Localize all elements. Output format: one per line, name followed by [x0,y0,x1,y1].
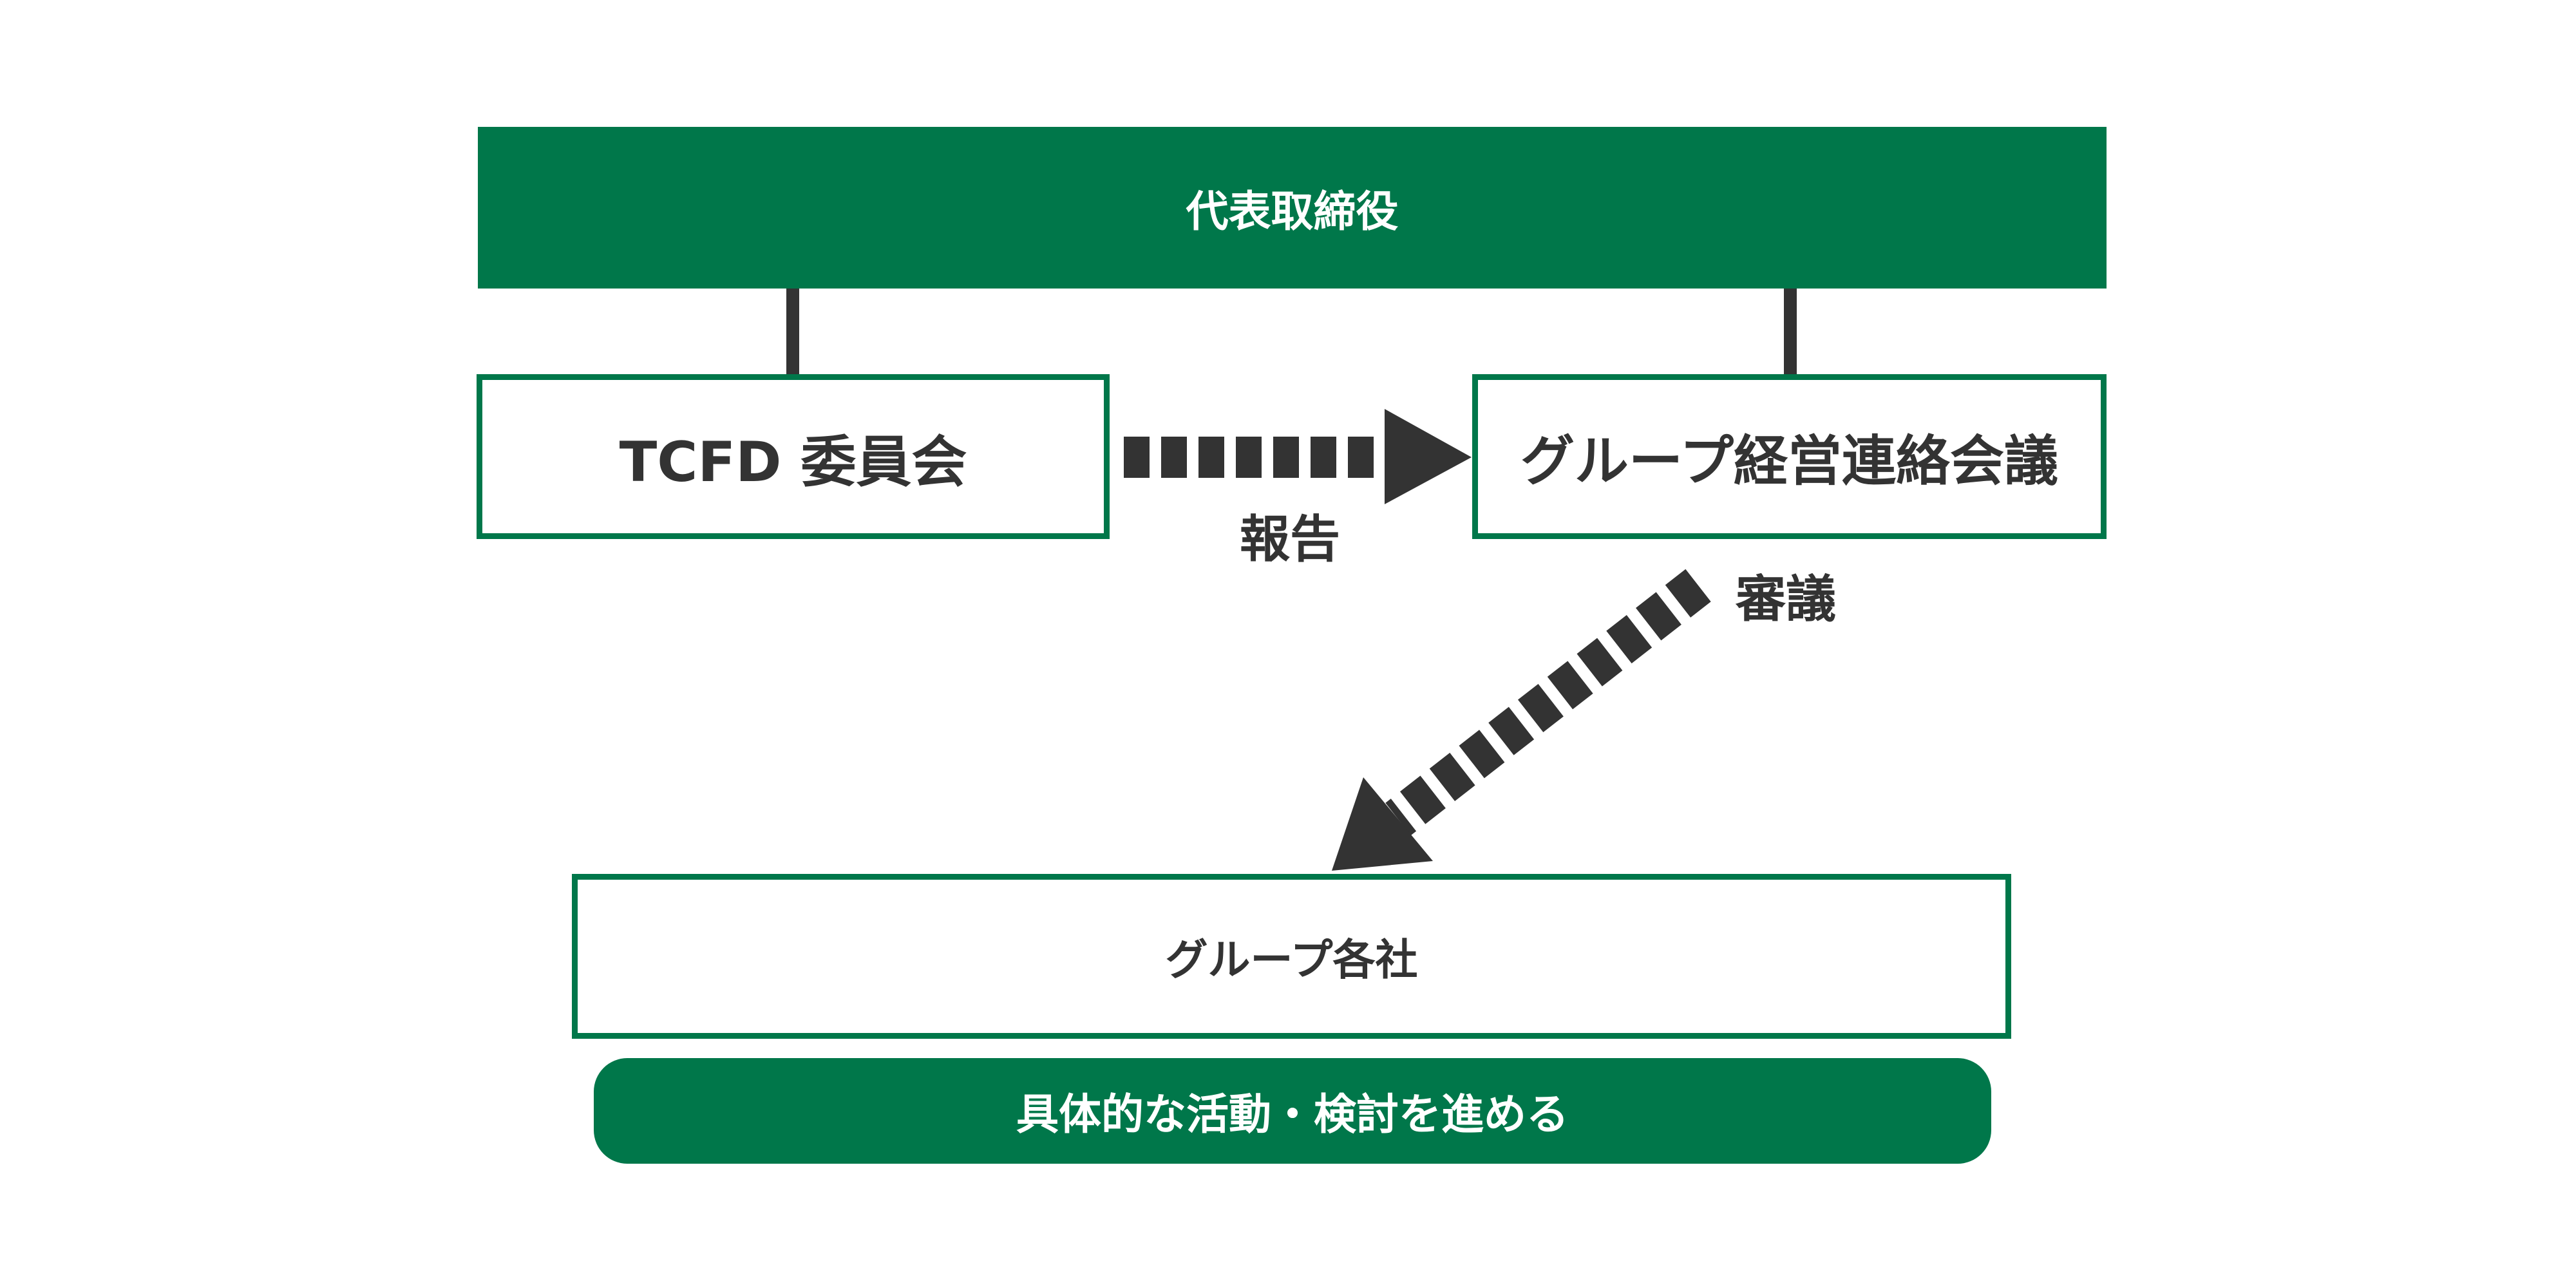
group-management-meeting-label: グループ経営連絡会議 [1520,429,2058,493]
ceo-box: 代表取締役 [478,127,2107,289]
deliberation-label: 審議 [1736,571,1837,629]
action-pill: 具体的な活動・検討を進める [594,1058,1991,1164]
connector-ceo-tcfd [786,289,799,376]
tcfd-committee-box: TCFD 委員会 [477,374,1110,539]
group-companies-label: グループ各社 [1165,935,1418,985]
report-label: 報告 [1240,511,1341,569]
group-management-meeting-box: グループ経営連絡会議 [1472,374,2107,539]
deliberation-arrow-head [1332,777,1433,871]
action-label: 具体的な活動・検討を進める [1016,1090,1569,1139]
deliberation-arrow-shaft [1385,569,1711,836]
connector-ceo-meeting [1784,289,1797,376]
report-arrow-head [1385,409,1472,504]
tcfd-committee-label: TCFD 委員会 [619,430,967,495]
ceo-label: 代表取締役 [1186,186,1399,236]
group-companies-box: グループ各社 [572,874,2011,1039]
